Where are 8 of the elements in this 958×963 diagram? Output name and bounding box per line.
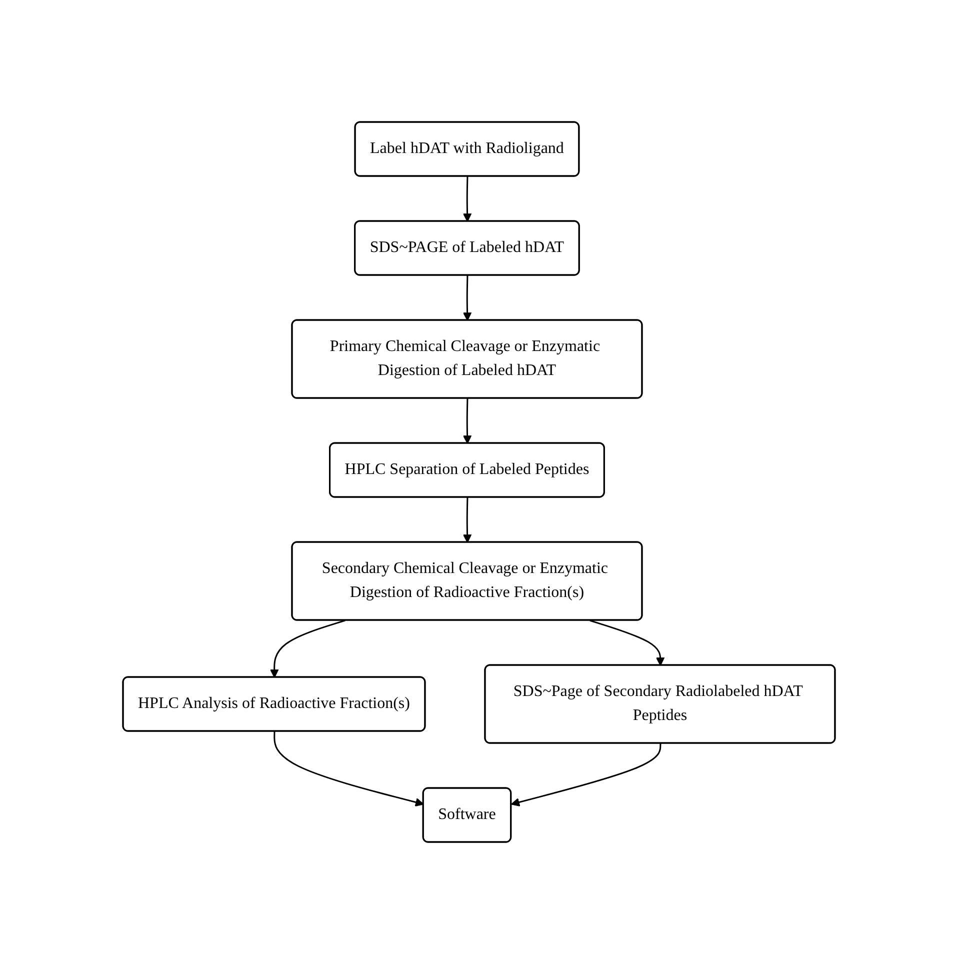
arrow — [462, 398, 472, 444]
arrow — [274, 730, 424, 806]
arrow — [462, 274, 472, 320]
arrow — [462, 176, 472, 222]
arrow — [462, 496, 472, 542]
arrow — [270, 619, 346, 678]
arrow — [510, 742, 662, 806]
arrow — [590, 619, 665, 666]
